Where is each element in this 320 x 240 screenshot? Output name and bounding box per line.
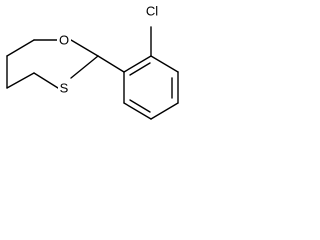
oxygen-atom-label: O (59, 33, 69, 48)
bond-ipso-ortho (123, 55, 152, 73)
dithiane-ring (6, 39, 99, 89)
bond-o-c2 (70, 39, 99, 57)
bond-s-c4 (33, 72, 59, 89)
bond-c2-ipso (97, 55, 125, 73)
bond-ortho-meta (150, 55, 179, 73)
chlorine-atom-label: Cl (146, 4, 158, 19)
aromatic-inner-bond-3 (129, 99, 151, 113)
bond-c2-s (70, 55, 99, 79)
sulfur-atom-label: S (60, 81, 69, 96)
bond-para-meta2 (150, 102, 179, 120)
aromatic-inner-bond-1 (129, 62, 151, 76)
chlorophenyl-ring (97, 26, 179, 120)
bond-meta2-ortho2 (123, 102, 152, 120)
chlorine-label-bg (141, 1, 163, 21)
sulfur-label-bg (58, 80, 71, 96)
bond-c4-c5 (6, 72, 35, 89)
structure-diagram: O S Cl (6, 1, 179, 120)
oxygen-label-bg (57, 32, 71, 48)
bond-c6-o (6, 39, 35, 57)
